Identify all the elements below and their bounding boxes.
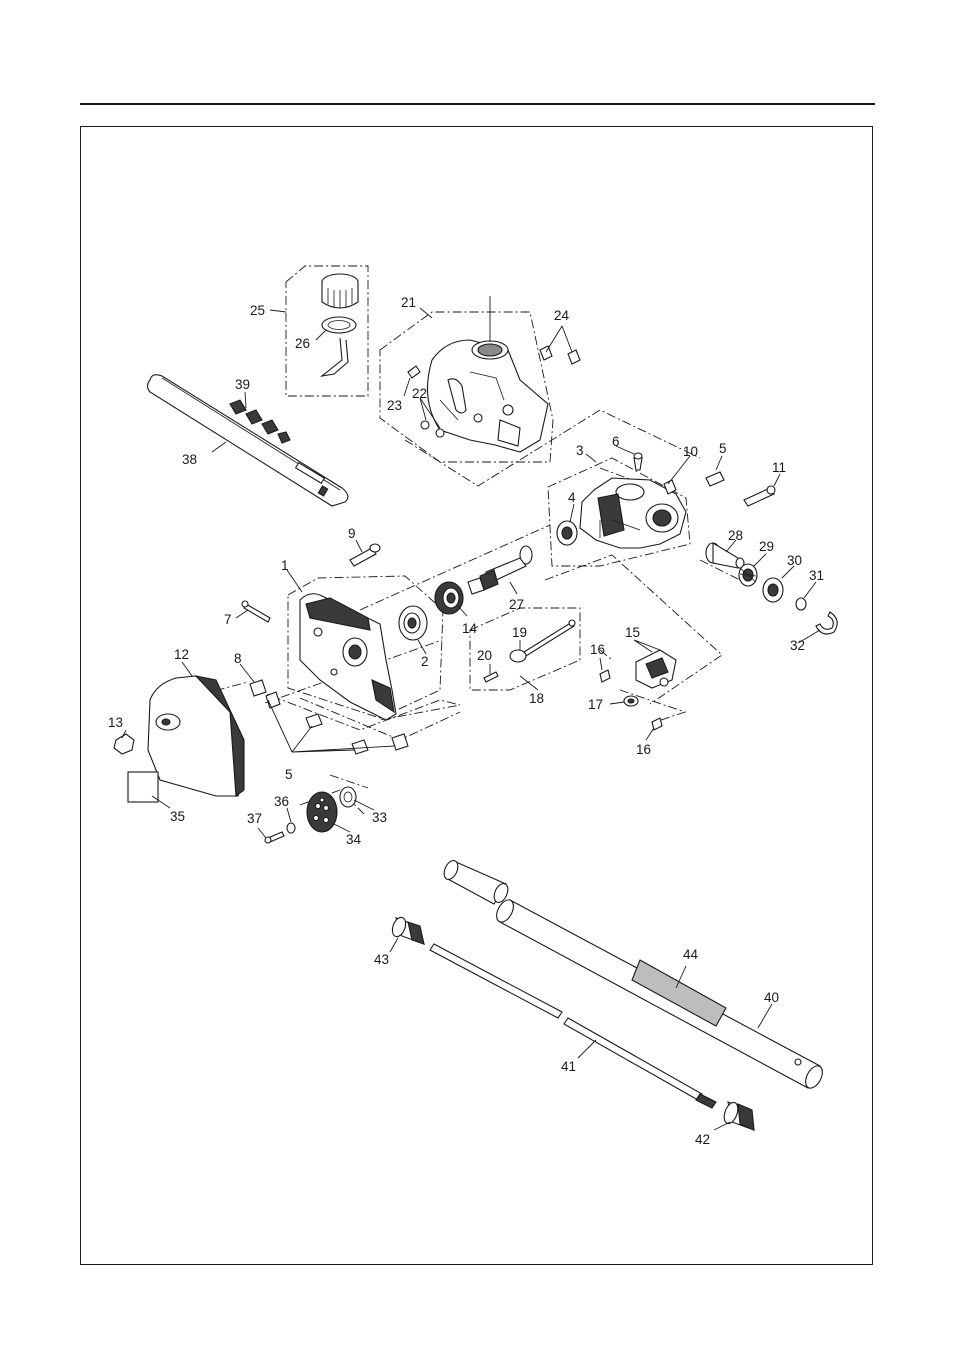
label-12: 12: [174, 647, 189, 662]
seal-17: [624, 696, 638, 706]
label-10: 10: [683, 444, 698, 459]
label-2: 2: [421, 654, 429, 669]
label-44: 44: [683, 947, 699, 962]
label-7: 7: [224, 612, 232, 627]
cover-nut: [114, 734, 134, 754]
washer-36: [287, 823, 295, 833]
label-37: 37: [247, 811, 262, 826]
label-43: 43: [374, 952, 389, 967]
label-21: 21: [401, 295, 416, 310]
label-24: 24: [554, 308, 570, 323]
sprocket-34: [307, 792, 337, 832]
mount-plate: [300, 594, 396, 720]
shaft-27: [468, 546, 532, 594]
label-5-bottom: 5: [285, 767, 293, 782]
label-3: 3: [576, 443, 584, 458]
label-16-top: 16: [590, 642, 605, 657]
label-4: 4: [568, 490, 576, 505]
label-25: 25: [250, 303, 265, 318]
label-11: 11: [772, 460, 786, 475]
label-41: 41: [561, 1059, 576, 1074]
bearing-2: [399, 606, 427, 640]
label-27: 27: [509, 597, 524, 612]
ball-bearing-30: [763, 578, 783, 602]
bar-cover: [148, 676, 244, 796]
label-18: 18: [529, 691, 544, 706]
label-28: 28: [728, 528, 743, 543]
grease-nipple: [634, 453, 642, 470]
bearing-4: [557, 521, 577, 545]
label-34: 34: [346, 832, 362, 847]
label-39: 39: [235, 377, 250, 392]
label-16-bottom: 16: [636, 742, 651, 757]
oil-pump-15: [636, 650, 676, 688]
label-31: 31: [809, 568, 824, 583]
oil-cap: [322, 274, 358, 308]
washer-33: [340, 787, 356, 807]
label-17: 17: [588, 697, 603, 712]
oil-cap-gasket: [322, 317, 356, 333]
label-36: 36: [274, 794, 289, 809]
oil-tank: [428, 340, 549, 452]
label-5-top: 5: [719, 441, 727, 456]
bolt-37: [265, 832, 284, 843]
drive-shaft-41: [430, 944, 716, 1108]
label-38: 38: [182, 452, 197, 467]
label-26: 26: [295, 336, 310, 351]
label-19: 19: [512, 625, 527, 640]
label-35: 35: [170, 809, 185, 824]
label-22: 22: [412, 386, 427, 401]
label-29: 29: [759, 539, 774, 554]
label-9: 9: [348, 526, 356, 541]
label-42: 42: [695, 1132, 710, 1147]
label-6: 6: [612, 434, 620, 449]
guide-bar: [148, 375, 348, 506]
label-20: 20: [477, 648, 492, 663]
label-40: 40: [764, 990, 779, 1005]
label-8: 8: [234, 651, 242, 666]
label-15: 15: [625, 625, 640, 640]
stopper-43: [390, 916, 424, 944]
label-23: 23: [387, 398, 402, 413]
screw-20: [484, 672, 498, 682]
nut-8: [250, 680, 266, 696]
bolt-9: [350, 544, 380, 566]
stopper-42: [722, 1101, 754, 1130]
drive-gear-28: [706, 543, 744, 568]
case-bolts: [664, 472, 775, 506]
needle-bearing-29: [739, 564, 757, 586]
label-14: 14: [462, 621, 478, 636]
grip-tube: [441, 858, 510, 904]
label-13: 13: [108, 715, 123, 730]
label-30: 30: [787, 553, 802, 568]
label-1: 1: [281, 558, 289, 573]
bearing-14: [435, 582, 463, 614]
cap-strap: [322, 338, 348, 376]
washer-31: [796, 598, 806, 610]
label-33: 33: [372, 810, 387, 825]
label-32: 32: [790, 638, 805, 653]
